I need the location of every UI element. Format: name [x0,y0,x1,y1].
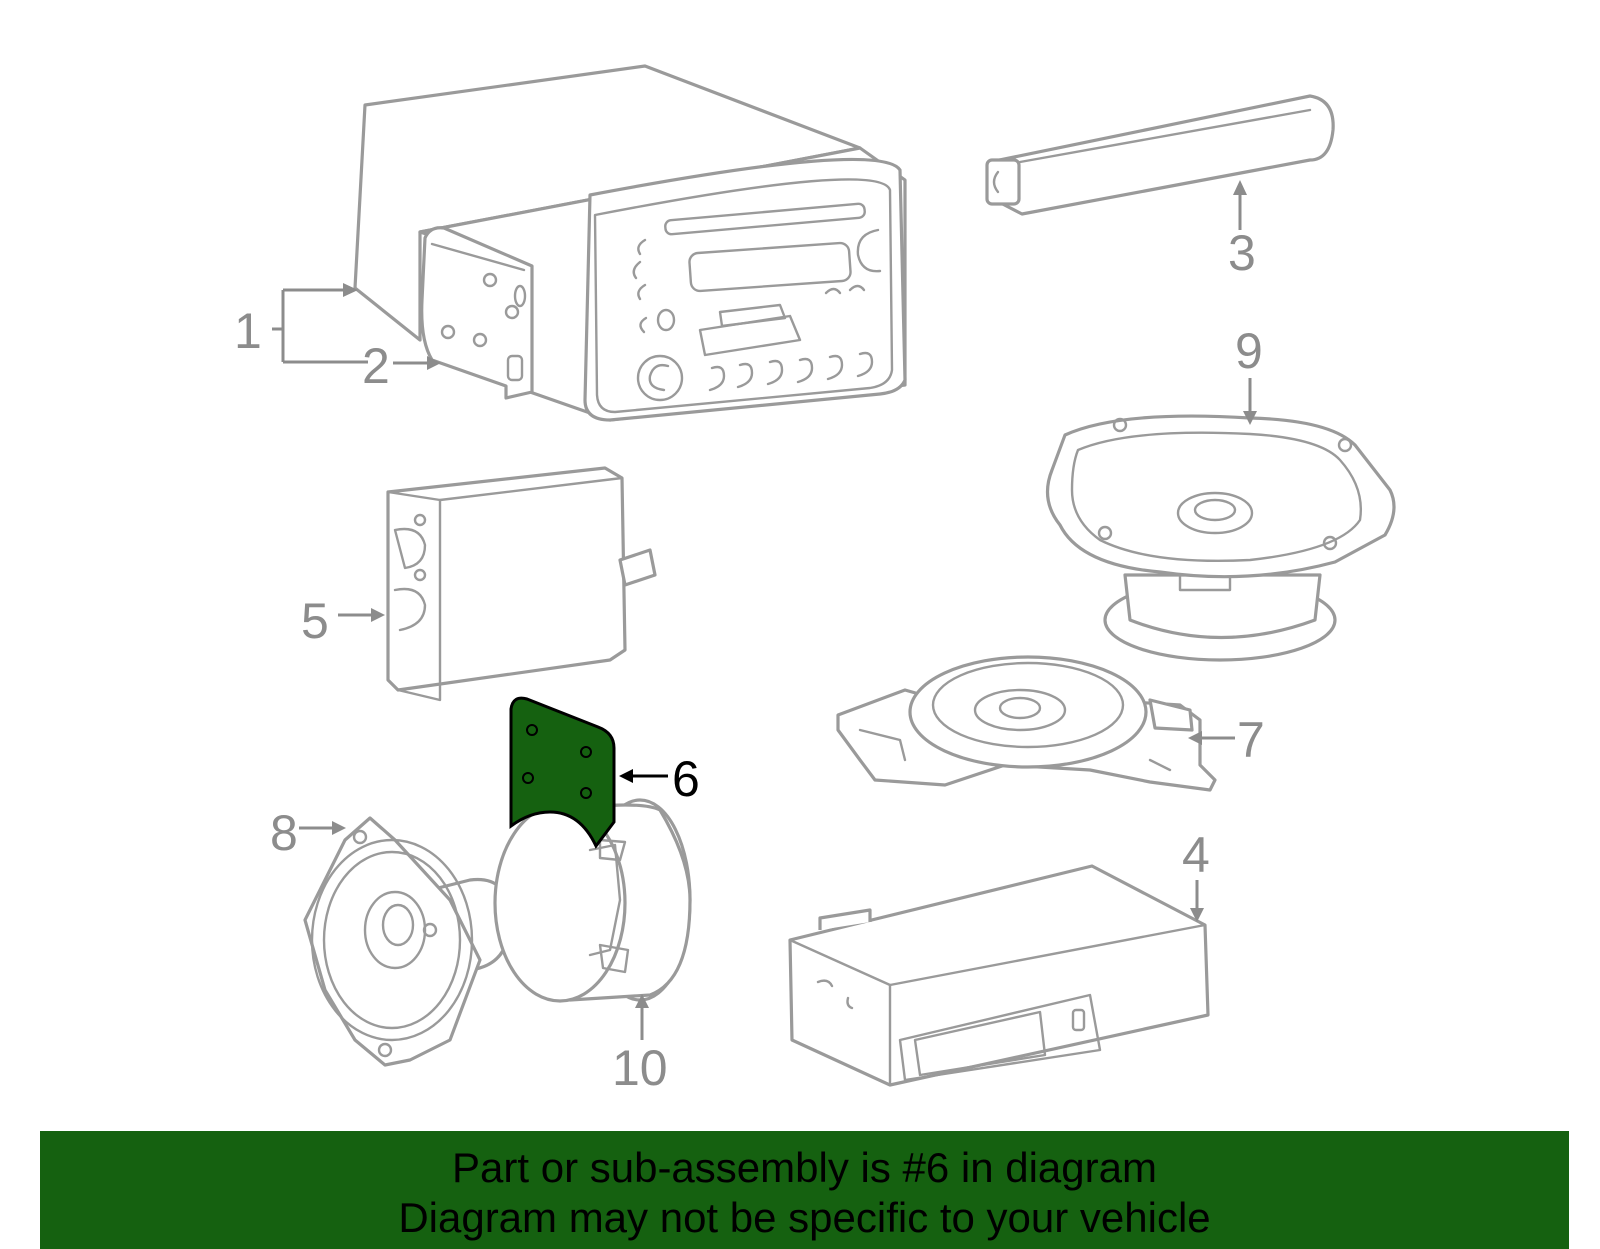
callout-2: 2 [362,338,390,394]
callout-9: 9 [1235,323,1263,379]
callout-5: 5 [301,593,329,649]
callout-6: 6 [672,751,700,807]
mounting-bracket [420,226,534,400]
banner-line-1: Part or sub-assembly is #6 in diagram [452,1144,1157,1191]
radio-head-unit [353,64,907,422]
amplifier-module [386,466,657,702]
callout-1: 1 [234,303,262,359]
callout-10: 10 [612,1040,668,1096]
leader-lines [272,180,1257,1040]
banner-line-2: Diagram may not be specific to your vehi… [398,1194,1211,1241]
oval-speaker [1045,414,1396,662]
cd-changer [788,864,1210,1087]
callout-7: 7 [1237,712,1265,768]
speaker-bracket-assembly [836,655,1217,792]
trim-bar [985,94,1335,216]
callout-8: 8 [270,805,298,861]
speaker-housing [493,798,692,1003]
callout-4: 4 [1182,827,1210,883]
highlighted-part-6[interactable] [509,696,616,849]
callout-3: 3 [1228,225,1256,281]
info-banner: Part or sub-assembly is #6 in diagram Di… [40,1131,1569,1249]
